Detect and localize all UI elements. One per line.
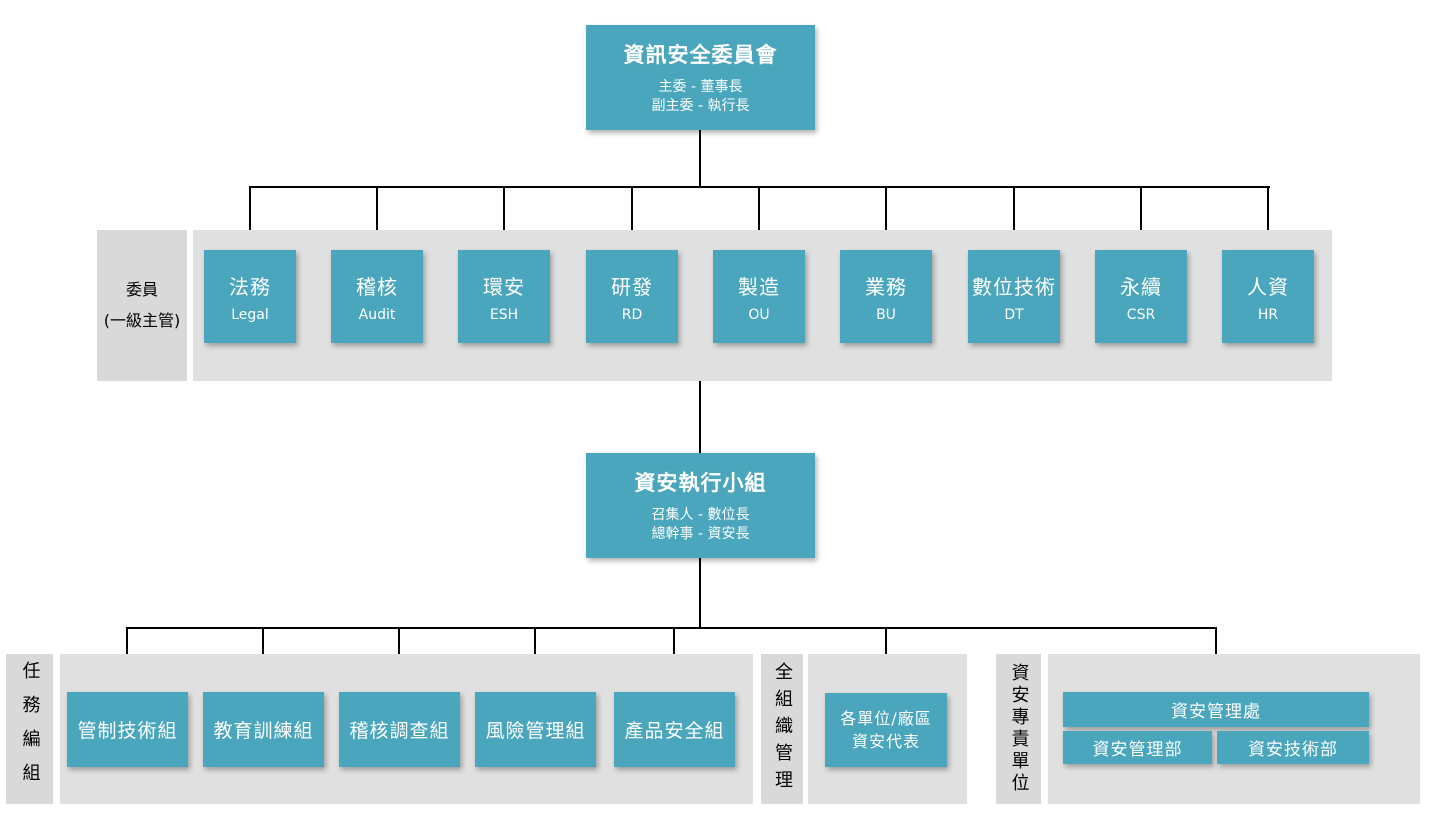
task-force-box-title: 資安執行小組 (634, 471, 767, 496)
committee-box-legal-subtitle: Legal (231, 306, 269, 323)
task-group-box-control-tech: 管制技術組 (67, 692, 188, 767)
committee-box-dt-subtitle: DT (1004, 306, 1024, 323)
task-group-box-audit-investigation: 稽核調查組 (339, 692, 460, 767)
committee-box-dt-title: 數位技術 (972, 274, 1056, 299)
representatives-box-line1: 各單位/廠區 (840, 708, 932, 728)
committee-box-esh-subtitle: ESH (489, 306, 519, 323)
committee-side-label-line2: (一級主管) (103, 310, 181, 330)
connector-stub-legal (249, 187, 251, 250)
committee-box-csr-subtitle: CSR (1126, 306, 1156, 323)
committee-side-label-line1: 委員 (125, 280, 158, 300)
connector-stub-ou (758, 187, 760, 250)
task-group-box-education-training-label: 教育訓練組 (213, 720, 314, 742)
connector-bottom-horizontal (126, 627, 1217, 629)
task-group-box-product-security: 產品安全組 (614, 692, 735, 767)
committee-box-csr: 永續 CSR (1095, 250, 1187, 343)
security-technology-dept-box-label: 資安技術部 (1248, 740, 1338, 760)
connector-stub-csr (1140, 187, 1142, 250)
root-box-vice-chair: 副主委 - 執行長 (651, 98, 750, 114)
connector-stub-esh (503, 187, 505, 250)
committee-box-esh: 環安 ESH (458, 250, 550, 343)
committee-box-bu-subtitle: BU (876, 306, 896, 323)
committee-box-rd: 研發 RD (586, 250, 678, 343)
root-box-title: 資訊安全委員會 (623, 43, 778, 68)
committee-box-rd-subtitle: RD (621, 306, 643, 323)
task-group-box-audit-investigation-label: 稽核調查組 (349, 720, 450, 742)
security-management-dept-box-label: 資安管理部 (1092, 740, 1183, 760)
root-box-chair: 主委 - 董事長 (658, 79, 743, 96)
connector-committee-to-taskforce (699, 381, 701, 455)
task-group-box-risk-management: 風險管理組 (475, 692, 596, 767)
committee-box-ou-subtitle: OU (748, 306, 770, 323)
org-wide-side-label: 全組織管理 (761, 654, 803, 804)
connector-root-down (699, 130, 701, 187)
connector-taskforce-down (699, 558, 701, 628)
security-management-dept-box: 資安管理部 (1063, 731, 1212, 764)
security-technology-dept-box: 資安技術部 (1217, 731, 1369, 764)
task-group-box-product-security-label: 產品安全組 (624, 720, 725, 742)
committee-box-bu: 業務 BU (840, 250, 932, 343)
task-groups-side-label-text: 任務編組 (19, 661, 41, 797)
committee-box-hr: 人資 HR (1222, 250, 1314, 343)
root-box-info-security-committee: 資訊安全委員會 主委 - 董事長 副主委 - 執行長 (586, 25, 815, 130)
connector-stub-bu (885, 187, 887, 250)
task-force-box: 資安執行小組 召集人 - 數位長 總幹事 - 資安長 (586, 453, 815, 558)
connector-stub-audit (376, 187, 378, 250)
committee-box-audit-subtitle: Audit (358, 306, 396, 323)
representatives-box: 各單位/廠區 資安代表 (825, 693, 947, 767)
committee-box-rd-title: 研發 (611, 274, 653, 299)
connector-stub-dt (1013, 187, 1015, 250)
committee-box-audit-title: 稽核 (356, 274, 398, 299)
connector-stub-hr (1267, 187, 1269, 250)
task-groups-side-label: 任務編組 (6, 654, 53, 804)
task-group-box-control-tech-label: 管制技術組 (77, 720, 178, 742)
committee-box-legal: 法務 Legal (204, 250, 296, 343)
representatives-box-line2: 資安代表 (851, 732, 920, 751)
committee-box-bu-title: 業務 (865, 274, 907, 299)
committee-box-hr-subtitle: HR (1257, 306, 1279, 323)
connector-stub-rd (631, 187, 633, 250)
committee-box-dt: 數位技術 DT (968, 250, 1060, 343)
committee-side-label: 委員 (一級主管) (97, 230, 187, 381)
committee-box-legal-title: 法務 (229, 274, 271, 299)
task-group-box-risk-management-label: 風險管理組 (485, 720, 586, 742)
committee-box-hr-title: 人資 (1247, 274, 1289, 299)
task-force-box-secretary: 總幹事 - 資安長 (651, 526, 750, 542)
task-force-box-convener: 召集人 - 數位長 (651, 507, 750, 524)
committee-box-csr-title: 永續 (1120, 274, 1162, 299)
committee-box-ou-title: 製造 (738, 274, 780, 299)
org-wide-side-label-text: 全組織管理 (772, 661, 793, 797)
dedicated-unit-side-label-text: 資安專責單位 (1008, 663, 1030, 795)
task-group-box-education-training: 教育訓練組 (203, 692, 324, 767)
committee-box-ou: 製造 OU (713, 250, 805, 343)
security-office-box: 資安管理處 (1063, 692, 1369, 727)
dedicated-unit-strip (1048, 654, 1420, 804)
security-office-box-label: 資安管理處 (1171, 702, 1261, 722)
dedicated-unit-side-label: 資安專責單位 (996, 654, 1041, 804)
committee-box-audit: 稽核 Audit (331, 250, 423, 343)
committee-box-esh-title: 環安 (483, 274, 525, 299)
